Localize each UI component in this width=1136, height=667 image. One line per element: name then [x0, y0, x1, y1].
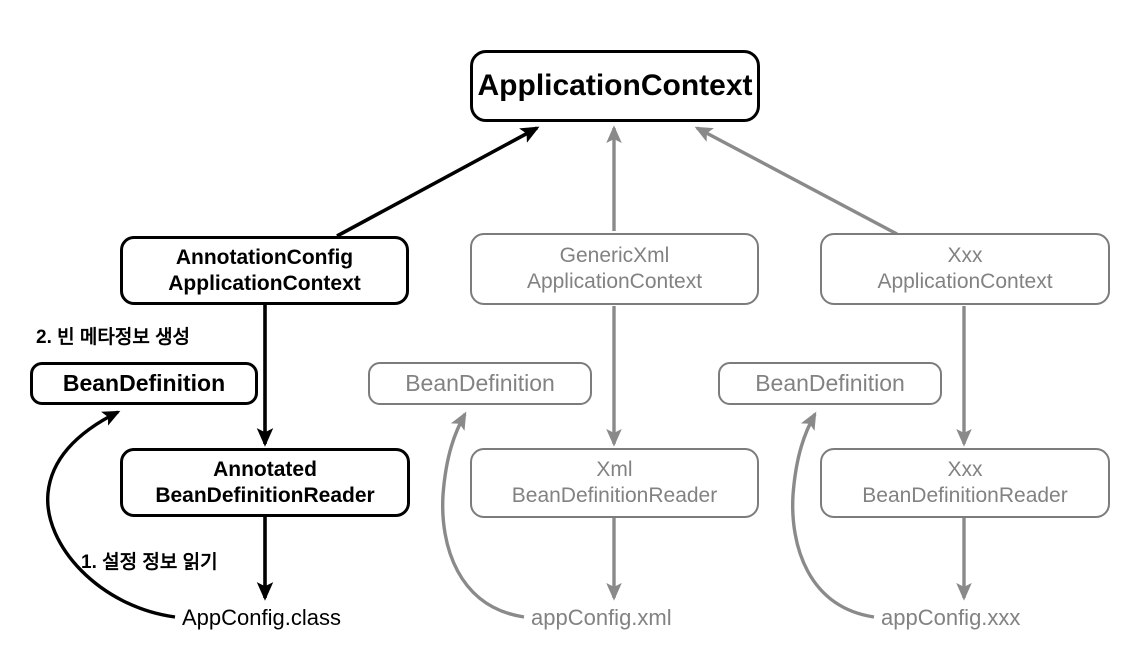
- label-app-config-xml: appConfig.xml: [531, 605, 672, 630]
- node-genericxml-application-context[interactable]: GenericXml ApplicationContext: [470, 233, 759, 305]
- node-application-context[interactable]: ApplicationContext: [470, 50, 760, 122]
- node-annotated-bean-definition-reader[interactable]: Annotated BeanDefinitionReader: [120, 448, 410, 517]
- node-annotationconfig-application-context[interactable]: AnnotationConfig ApplicationContext: [120, 236, 409, 305]
- node-xxx-bean-definition-reader[interactable]: Xxx BeanDefinitionReader: [820, 448, 1110, 518]
- annotation-step-two: 2. 빈 메타정보 생성: [36, 327, 191, 348]
- annotation-step-one: 1. 설정 정보 읽기: [81, 552, 218, 573]
- node-xml-bean-definition-reader[interactable]: Xml BeanDefinitionReader: [470, 448, 759, 518]
- label-app-config-class: AppConfig.class: [182, 605, 341, 630]
- edge-annotationconfig-to-applicationcontext: [336, 126, 540, 238]
- node-xxx-application-context[interactable]: Xxx ApplicationContext: [820, 233, 1110, 305]
- node-bean-definition-xxx[interactable]: BeanDefinition: [718, 362, 942, 405]
- edge-xxxcontext-to-applicationcontext: [694, 126, 898, 236]
- node-bean-definition-annotation[interactable]: BeanDefinition: [30, 362, 258, 405]
- node-bean-definition-xml[interactable]: BeanDefinition: [368, 362, 592, 405]
- label-app-config-xxx: appConfig.xxx: [881, 605, 1021, 630]
